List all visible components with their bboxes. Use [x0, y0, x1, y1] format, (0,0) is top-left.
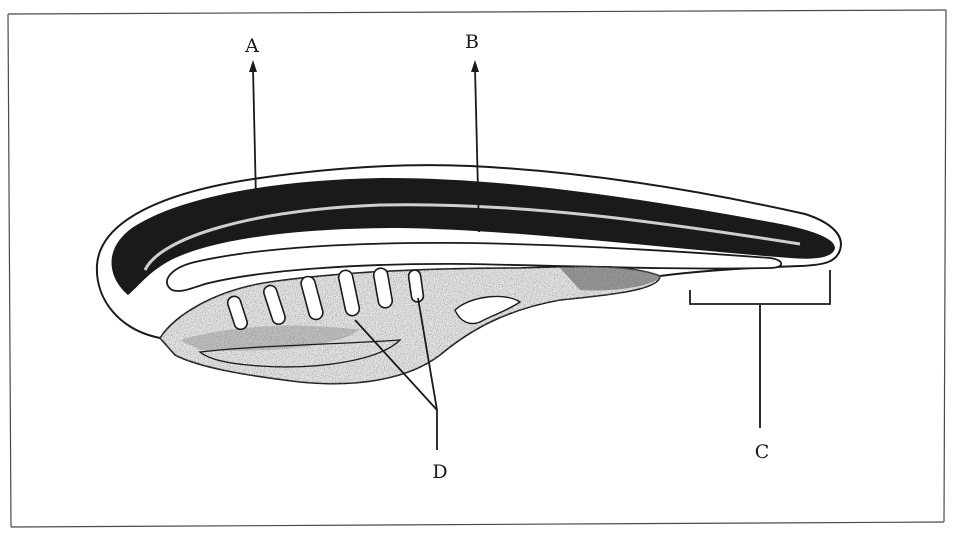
bracket-c: [690, 270, 830, 304]
label-c: C: [755, 441, 770, 463]
leader-arrowheads: [249, 60, 479, 72]
label-b: B: [465, 31, 479, 53]
label-a: A: [244, 35, 259, 57]
label-d: D: [432, 461, 447, 483]
